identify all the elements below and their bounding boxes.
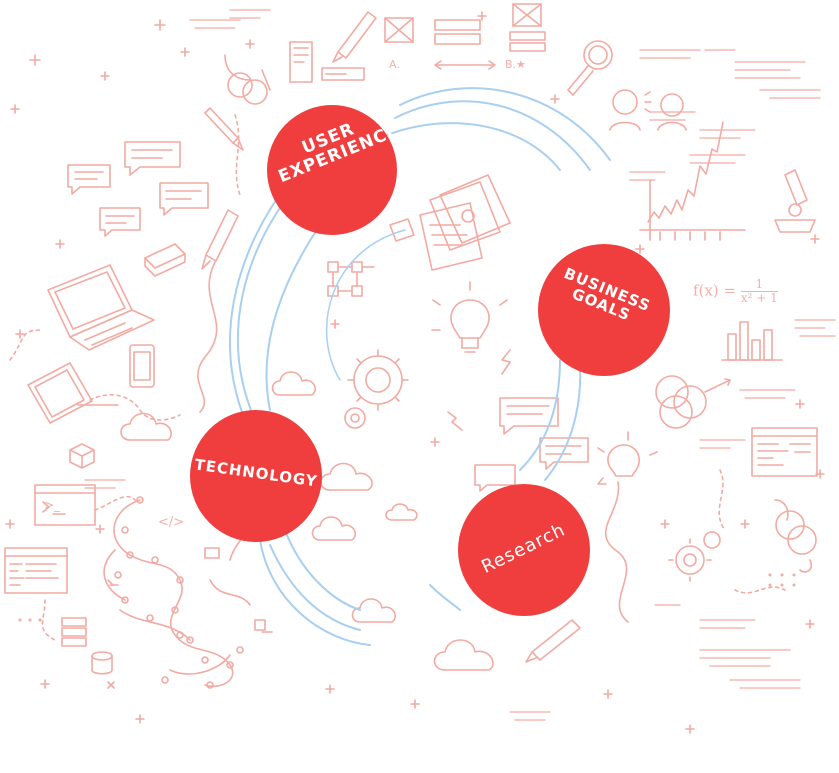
magnifier-icon [567, 40, 613, 96]
laptop-icon [47, 264, 155, 351]
lightbulb-icon [431, 281, 508, 353]
chat-bubble-icon [67, 141, 209, 237]
folder-icon [204, 547, 220, 559]
wireframe-icon [289, 41, 365, 83]
chart-icon [639, 121, 746, 241]
lightning-icon [447, 411, 463, 431]
chat-bubble-icon [474, 397, 589, 492]
code-window-icon [751, 427, 818, 477]
eraser-icon [144, 243, 186, 277]
label-a: A. [389, 58, 400, 71]
terminal-prompt: >_ [44, 498, 61, 512]
formula-text: f(x) = 1 x² + 1 [693, 277, 778, 306]
microscope-icon [774, 169, 816, 233]
node-circles [190, 105, 670, 616]
people-icon [609, 89, 687, 131]
venn-icon [655, 375, 731, 429]
venn-icon [774, 499, 817, 573]
pen-icon [332, 11, 377, 63]
tablet-icon [27, 362, 93, 424]
lightbulb-icon [597, 431, 658, 623]
ab-test-icon [384, 3, 546, 70]
code-tag: </> [158, 515, 185, 530]
pen-icon [525, 619, 581, 663]
pen-icon [197, 209, 239, 413]
code-window-icon [4, 547, 68, 594]
pen-icon [204, 107, 244, 151]
gear-icon [668, 531, 721, 582]
business-goals-circle[interactable] [538, 244, 670, 376]
technology-circle[interactable] [190, 410, 322, 542]
terminal-icon [34, 484, 96, 526]
box-icon [69, 443, 95, 469]
phone-icon [129, 344, 155, 388]
document-stack-icon [389, 174, 511, 271]
label-b: B.★ [505, 58, 526, 71]
sparkle-icons [5, 11, 825, 734]
lightning-icon [501, 349, 511, 375]
formula-numerator: 1 [740, 277, 778, 293]
server-icon [61, 617, 87, 647]
database-icon [91, 651, 113, 675]
formula-denominator: x² + 1 [740, 291, 778, 306]
gear-icon [344, 349, 409, 429]
scribble-lines [84, 9, 836, 721]
research-circle[interactable] [458, 484, 590, 616]
venn-icon [224, 54, 271, 105]
user-experience-circle[interactable] [267, 105, 397, 235]
formula-left: f(x) = [693, 281, 737, 300]
bar-chart-icon [721, 321, 783, 361]
